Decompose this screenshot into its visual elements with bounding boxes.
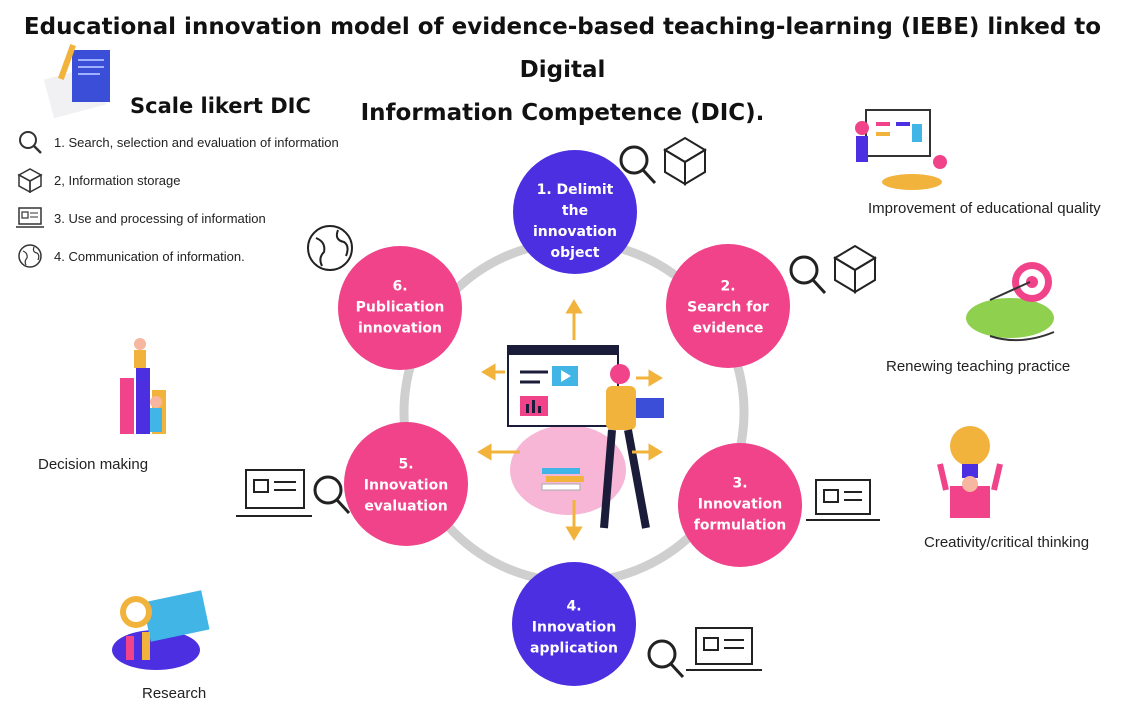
- outcome-research-label: Research: [142, 685, 207, 702]
- node-6-line: 6.: [392, 278, 408, 295]
- node-1-line: innovation: [533, 224, 617, 240]
- document-illustration: [43, 44, 110, 119]
- legend-item: 4. Communication of information.: [14, 241, 245, 271]
- legend-item: 3. Use and processing of information: [14, 203, 266, 233]
- node-6-label: 6. Publication innovation: [340, 277, 460, 340]
- node-3-line: Innovation: [697, 496, 783, 513]
- node-5-label: 5. Innovation evaluation: [346, 455, 466, 518]
- title-line-2: Information Competence (DIC).: [360, 100, 765, 126]
- research-illustration: [112, 590, 210, 670]
- box-icon: [14, 165, 46, 195]
- outcome-quality-label: Improvement of educational quality: [868, 200, 1101, 217]
- node-1-circle: [513, 150, 637, 274]
- laptop-icon: [686, 627, 762, 671]
- node-2-label: 2. Search for evidence: [668, 277, 788, 340]
- outcome-decision-label: Decision making: [38, 456, 149, 473]
- legend-title: Scale likert DIC: [130, 94, 311, 118]
- teacher-illustration: [507, 345, 664, 529]
- laptop-icon: [806, 479, 880, 521]
- node-6-line: innovation: [358, 320, 442, 337]
- node-2-circle: [666, 244, 790, 368]
- legend-item: 2, Information storage: [14, 165, 180, 195]
- node-2-line: 2.: [720, 278, 736, 295]
- node-4-label: 4. Innovation application: [514, 597, 634, 660]
- node-4-circle: [512, 562, 636, 686]
- magnifier-icon: [619, 145, 657, 185]
- globe-icon: [307, 225, 353, 271]
- legend-item-label: 4. Communication of information.: [54, 248, 245, 264]
- laptop-icon: [236, 469, 312, 517]
- lightbulb-illustration: [937, 426, 1003, 518]
- decision-illustration: [120, 338, 166, 434]
- node-3-circle: [678, 443, 802, 567]
- outcome-practice-label: Renewing teaching practice: [886, 358, 1071, 375]
- legend-item-label: 1. Search, selection and evaluation of i…: [54, 134, 339, 150]
- laptop-icon: [14, 203, 46, 233]
- node-1-line: 1. Delimit: [536, 182, 614, 198]
- legend-item: 1. Search, selection and evaluation of i…: [14, 127, 339, 157]
- globe-icon: [14, 241, 46, 271]
- box-icon: [833, 244, 877, 294]
- magnifier-icon: [14, 127, 46, 157]
- node-4-line: 4.: [566, 598, 582, 615]
- node-5-line: evaluation: [364, 498, 448, 515]
- node-5-line: Innovation: [363, 477, 449, 494]
- page-title: Educational innovation model of evidence…: [20, 6, 1105, 135]
- node-5-circle: [344, 422, 468, 546]
- box-icon: [663, 136, 707, 186]
- node-6-line: Publication: [355, 299, 445, 316]
- node-1-label: 1. Delimit the innovation object: [515, 180, 635, 264]
- node-3-line: formulation: [693, 517, 787, 534]
- target-illustration: [966, 262, 1055, 342]
- node-6-circle: [338, 246, 462, 370]
- magnifier-icon: [789, 255, 827, 295]
- quality-illustration: [855, 109, 947, 190]
- center-arrows: [477, 299, 663, 541]
- outcome-creativity-label: Creativity/critical thinking: [924, 534, 1090, 551]
- node-5-line: 5.: [398, 456, 414, 473]
- node-1-line: the: [561, 203, 589, 219]
- node-3-line: 3.: [732, 475, 748, 492]
- node-1-line: object: [550, 245, 600, 261]
- node-2-line: Search for: [687, 299, 769, 316]
- node-4-line: Innovation: [531, 619, 617, 636]
- legend-item-label: 3. Use and processing of information: [54, 210, 266, 226]
- magnifier-icon: [313, 475, 351, 515]
- magnifier-icon: [647, 639, 685, 679]
- title-line-1: Educational innovation model of evidence…: [23, 14, 1102, 83]
- node-2-line: evidence: [692, 320, 764, 337]
- legend-item-label: 2, Information storage: [54, 172, 181, 188]
- node-4-line: application: [530, 640, 618, 657]
- node-3-label: 3. Innovation formulation: [680, 474, 800, 537]
